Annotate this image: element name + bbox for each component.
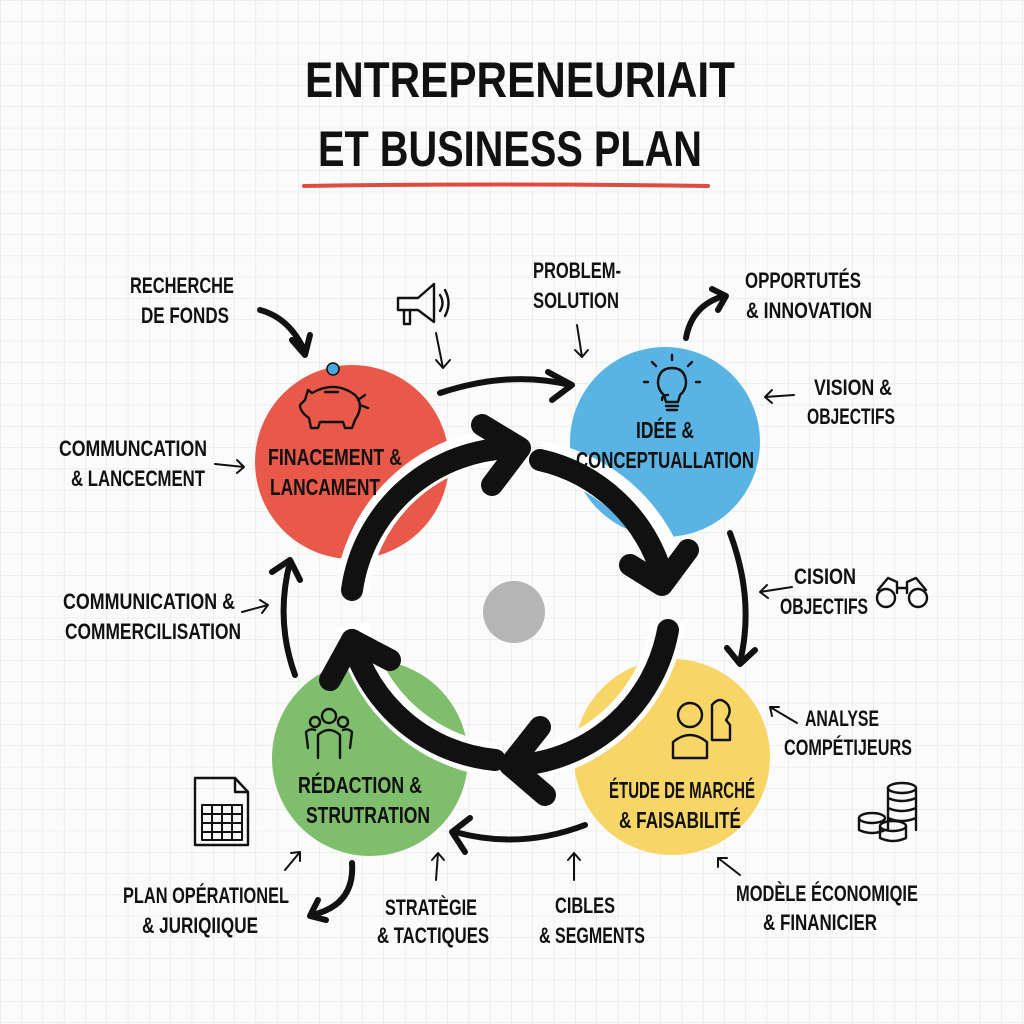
annotation-line1: COMMUNICATION & — [63, 589, 235, 614]
annotation-line1: COMMUNCATION — [59, 436, 207, 461]
annotation-line2: & LANCECMENT — [71, 466, 205, 491]
annotation-line1: OPPORTUTÉS — [745, 268, 861, 293]
annotation-line1: STRATÈGIE — [385, 895, 477, 920]
annotation-line1: MODÈLE ÉCONOMIQIE — [736, 881, 918, 906]
annotation-recherche: RECHERCHE DE FONDS — [130, 273, 234, 328]
annotation-opportunites: OPPORTUTÉS & INNOVATION — [745, 268, 872, 323]
megaphone-icon — [396, 282, 450, 326]
outer-arrows — [214, 286, 798, 923]
piggy-bank-icon — [298, 362, 370, 430]
annotation-line2: OBJECTIFS — [807, 404, 895, 429]
annotation-line1: PROBLEM- — [533, 258, 621, 283]
title-underline — [302, 182, 710, 188]
annotation-line2: SOLUTION — [533, 288, 619, 313]
annotation-cision: CISION OBJECTIFS — [780, 564, 868, 619]
annotation-line2: & INNOVATION — [746, 298, 872, 323]
stage-label-redaction-line1: RÉDACTION & — [298, 771, 422, 798]
cycle-arrow-bottom-left — [341, 629, 506, 771]
annotation-line2: & JURIQIIQUE — [142, 913, 258, 938]
annotation-analyse: ANALYSE COMPÉTIJEURS — [784, 706, 912, 760]
annotation-communcation: COMMUNCATION & LANCECMENT — [59, 436, 207, 491]
annotation-line2: COMMERCILISATION — [65, 619, 241, 644]
cycle-arrow-top-left — [341, 437, 526, 601]
annotation-line1: RECHERCHE — [130, 273, 234, 298]
annotation-line2: DE FONDS — [141, 303, 229, 328]
title-line2: ET BUSINESS PLAN — [318, 121, 702, 177]
annotation-line2: OBJECTIFS — [780, 594, 868, 619]
annotation-line2: & TACTIQUES — [377, 923, 489, 948]
annotation-line1: CISION — [794, 564, 856, 589]
annotation-vision: VISION & OBJECTIFS — [807, 375, 895, 429]
annotation-line1: ANALYSE — [805, 706, 879, 731]
cycle-arrow-bottom-right — [509, 619, 679, 776]
stage-label-financement-line2: LANCAMENT — [270, 474, 380, 500]
title-line1: ENTREPRENEURIAIT — [305, 52, 735, 108]
stage-label-etude-line2: & FAISABILITÉ — [619, 806, 741, 833]
annotation-line2: COMPÉTIJEURS — [784, 735, 912, 760]
center-dot — [483, 581, 545, 643]
stage-label-financement-line1: FINACEMENT & — [268, 444, 402, 470]
team-icon — [304, 707, 354, 760]
annotation-problem-solution: PROBLEM- SOLUTION — [533, 258, 621, 313]
central-cycle-arrows — [319, 414, 699, 806]
annotation-line1: VISION & — [814, 375, 892, 400]
annotation-line2: & FINANICIER — [763, 910, 877, 935]
people-profile-icon — [671, 698, 732, 760]
lightbulb-icon — [642, 353, 702, 412]
stage-circle-redaction — [272, 660, 468, 856]
stage-label-idee-line2: CONCEPTUALLATION — [576, 447, 754, 473]
annotation-plan: PLAN OPÉRATIONEL & JURIQIIQUE — [123, 883, 289, 938]
annotation-commercialisation: COMMUNICATION & COMMERCILISATION — [63, 589, 241, 644]
annotation-line1: PLAN OPÉRATIONEL — [123, 883, 289, 908]
coins-icon — [857, 781, 918, 843]
annotation-cibles: CIBLES & SEGMENTS — [539, 893, 645, 948]
cycle-arrow-top-right — [529, 449, 673, 586]
annotation-line2: & SEGMENTS — [539, 923, 645, 948]
annotation-strategie: STRATÈGIE & TACTIQUES — [377, 895, 489, 948]
stage-label-etude-line1: ÉTUDE DE MARCHÉ — [609, 776, 755, 803]
annotation-line1: CIBLES — [555, 893, 615, 918]
stage-label-redaction-line2: STRUTRATION — [306, 802, 430, 828]
binoculars-icon — [875, 576, 929, 609]
spreadsheet-icon — [193, 776, 250, 847]
annotation-modele: MODÈLE ÉCONOMIQIE & FINANICIER — [736, 881, 918, 935]
stage-label-idee-line1: IDÉE & — [636, 416, 694, 443]
